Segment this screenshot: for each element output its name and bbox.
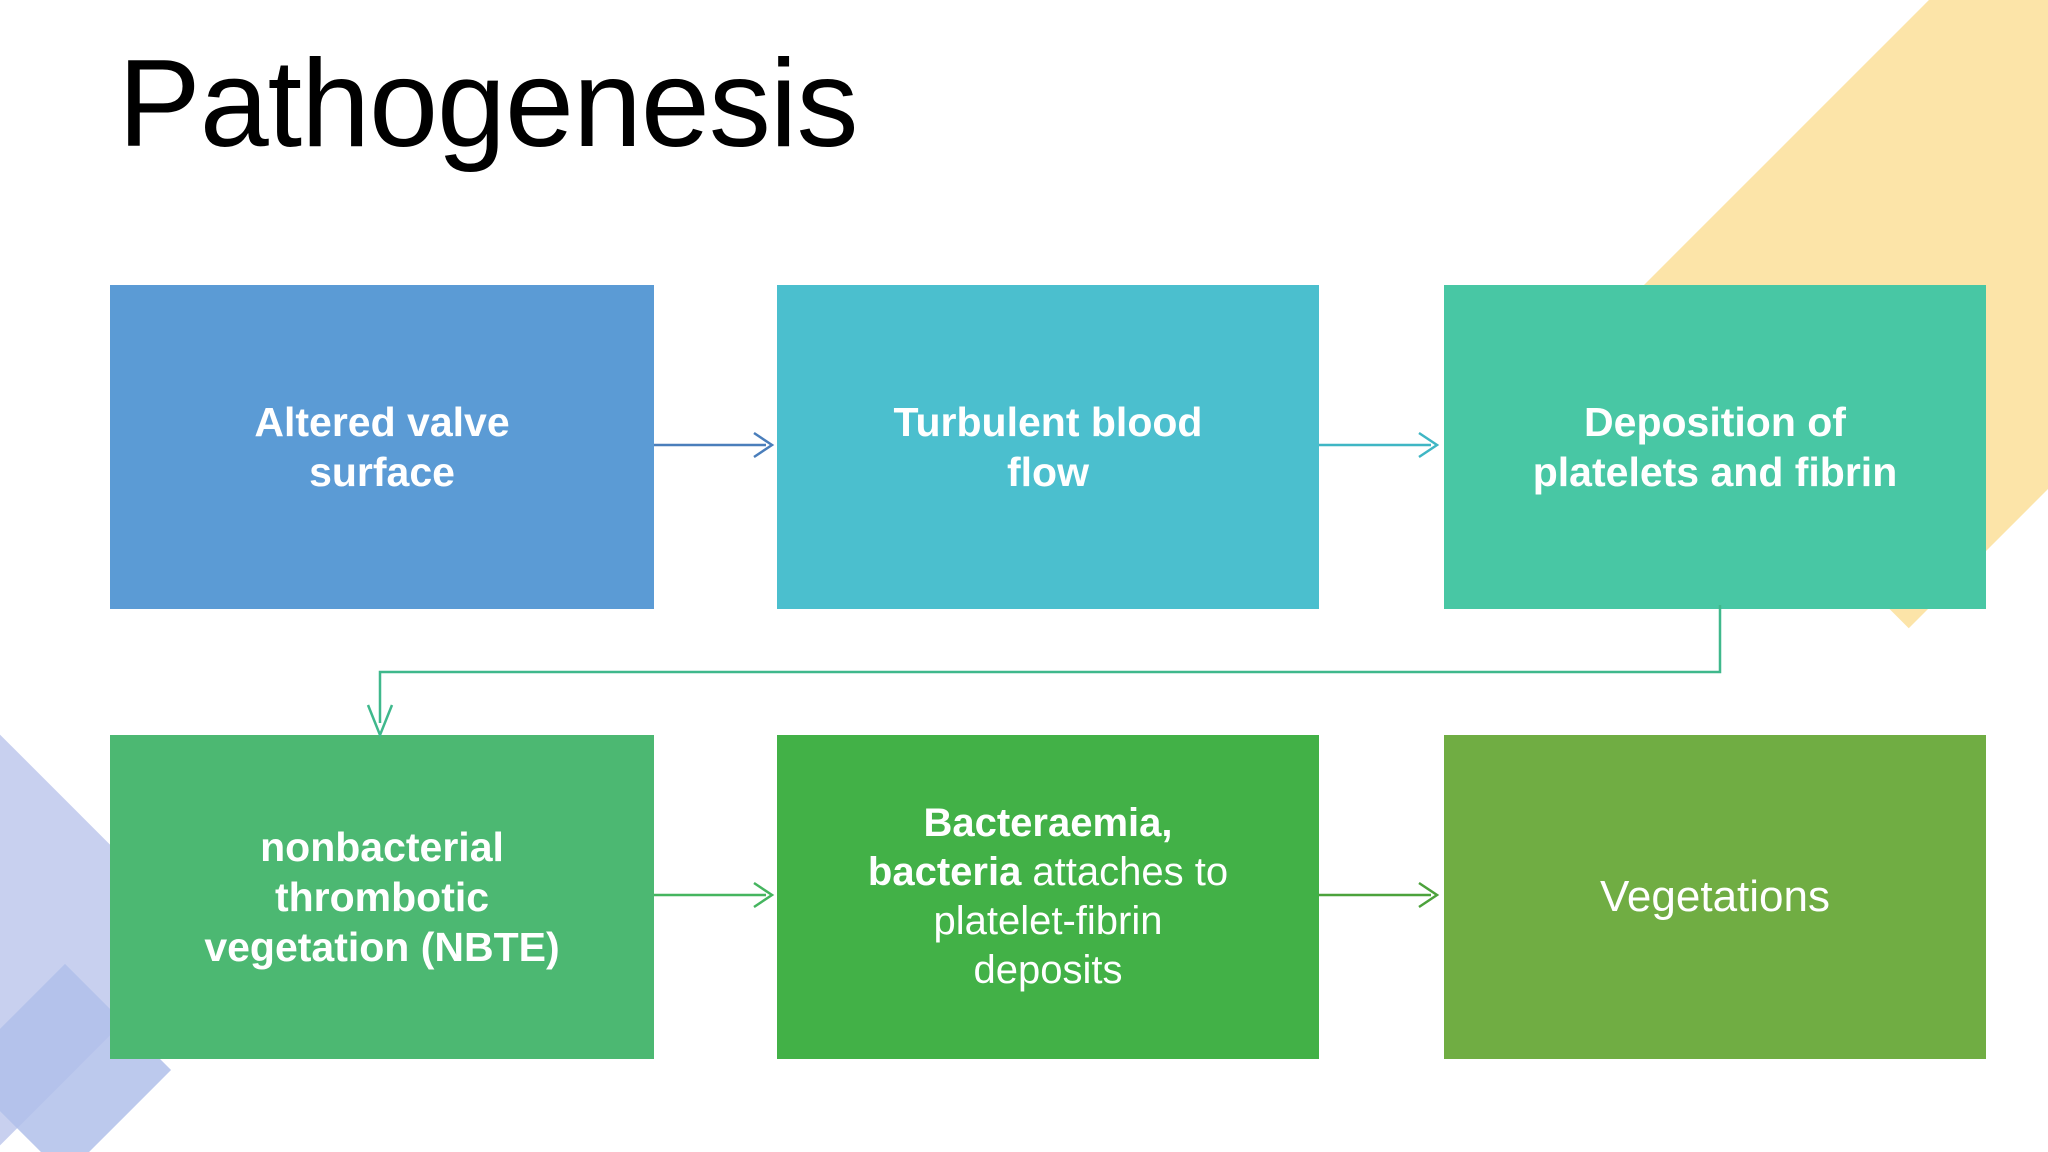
flow-box-line: surface [309,449,455,495]
flow-box-line-emphasis: bacteria [867,850,1022,895]
flow-box-altered-valve-surface[interactable]: Altered valve surface [110,285,654,609]
flow-box-text: Deposition of platelets and fibrin [1460,397,1970,497]
flow-box-deposition-of-platelets-and-fibrin[interactable]: Deposition of platelets and fibrin [1444,285,1986,609]
page-title: Pathogenesis [118,35,858,173]
flow-box-line: attaches to [1021,850,1229,895]
flow-box-text: nonbacterial thrombotic vegetation (NBTE… [126,822,638,972]
flow-box-line: platelet-fibrin [933,899,1163,943]
flow-box-line: deposits [973,947,1123,992]
flow-box-line: Turbulent blood [893,398,1203,445]
flow-box-line: nonbacterial [260,823,504,870]
flow-box-line: Bacteraemia, [923,801,1173,846]
connector-arrow-turbulent-flow-to-deposition [1319,431,1440,459]
flow-box-line: vegetation (NBTE) [204,924,560,970]
flow-box-text: Altered valve surface [126,397,638,497]
flow-box-bacteraemia-attaches-to-platelet-fibrin-deposits[interactable]: Bacteraemia, bacteria attaches to platel… [777,735,1319,1059]
connector-arrow-deposition-to-nbte [366,605,1722,739]
flow-box-text: Bacteraemia, bacteria attaches to platel… [793,799,1303,994]
flow-box-turbulent-blood-flow[interactable]: Turbulent blood flow [777,285,1319,609]
flow-box-line: platelets and fibrin [1532,449,1898,495]
connector-arrow-bacteraemia-to-vegetations [1319,881,1440,909]
connector-arrow-altered-valve-to-turbulent-flow [654,431,775,459]
flow-box-vegetations[interactable]: Vegetations [1444,735,1986,1059]
flow-box-text: Turbulent blood flow [793,397,1303,497]
flow-box-line: flow [1007,449,1089,495]
flow-box-line: Altered valve [254,398,510,445]
connector-arrow-nbte-to-bacteraemia [654,881,775,909]
flow-box-line: Vegetations [1600,872,1830,922]
flow-box-line: Deposition of [1584,398,1846,445]
flow-box-text: Vegetations [1460,870,1970,924]
flow-box-nonbacterial-thrombotic-vegetation[interactable]: nonbacterial thrombotic vegetation (NBTE… [110,735,654,1059]
flow-box-line: thrombotic [274,873,490,920]
